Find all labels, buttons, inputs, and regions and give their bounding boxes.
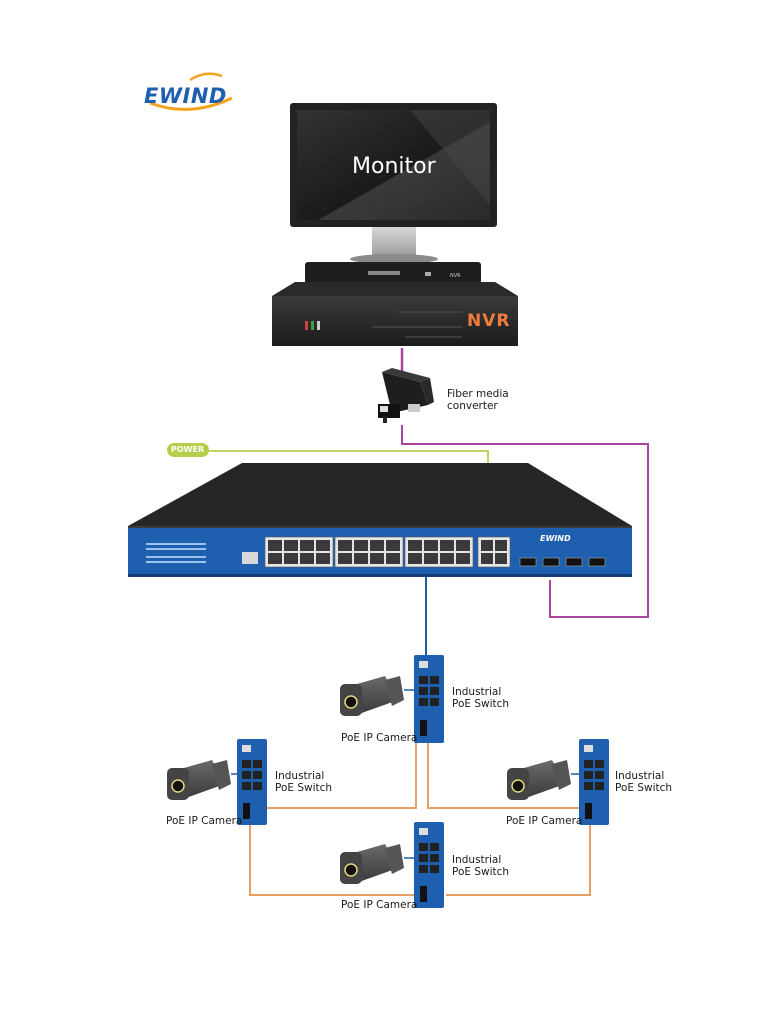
main-switch-brand: EWIND	[540, 534, 571, 543]
switch-label-line2: PoE Switch	[615, 782, 673, 794]
industrial-switch-label-right: Industrial PoE Switch	[615, 770, 672, 794]
switch-label-line1: Industrial	[452, 854, 502, 866]
fiber-converter-icon	[378, 368, 434, 423]
switch-label-line1: Industrial	[275, 770, 325, 782]
camera-label-left: PoE IP Camera	[166, 815, 243, 827]
fiber-converter-label-line2: converter	[447, 400, 498, 412]
ip-camera-icon	[167, 676, 579, 884]
switch-label-line1: Industrial	[452, 686, 502, 698]
switch-label-line2: PoE Switch	[452, 698, 510, 710]
ewind-logo: EWIND	[144, 84, 227, 108]
camera-label-bottom: PoE IP Camera	[341, 899, 418, 911]
power-tag	[167, 443, 209, 457]
fiber-converter-label-line1: Fiber media	[447, 388, 509, 400]
ewind-logo-icon	[149, 72, 233, 111]
fiber-converter-label: Fiber media converter	[447, 388, 509, 412]
industrial-switch-label-left: Industrial PoE Switch	[275, 770, 332, 794]
camera-label-right: PoE IP Camera	[506, 815, 583, 827]
fiber-link	[400, 348, 649, 618]
monitor-label: Monitor	[352, 154, 436, 179]
switch-label-line1: Industrial	[615, 770, 665, 782]
nvr-label: NVR	[467, 311, 511, 331]
power-line	[207, 450, 489, 463]
svg-text:NVR: NVR	[450, 273, 461, 279]
power-label: POWER	[171, 445, 205, 454]
switch-label-line2: PoE Switch	[452, 866, 510, 878]
switch-label-line2: PoE Switch	[275, 782, 333, 794]
poe-switch-icon	[128, 463, 632, 577]
monitor-icon	[290, 103, 497, 264]
industrial-switch-icon	[237, 655, 609, 908]
industrial-switch-label-bottom: Industrial PoE Switch	[452, 854, 509, 878]
nvr-recorder-icon: NVR	[272, 262, 518, 346]
industrial-switch-label-top: Industrial PoE Switch	[452, 686, 509, 710]
camera-label-top: PoE IP Camera	[341, 732, 418, 744]
